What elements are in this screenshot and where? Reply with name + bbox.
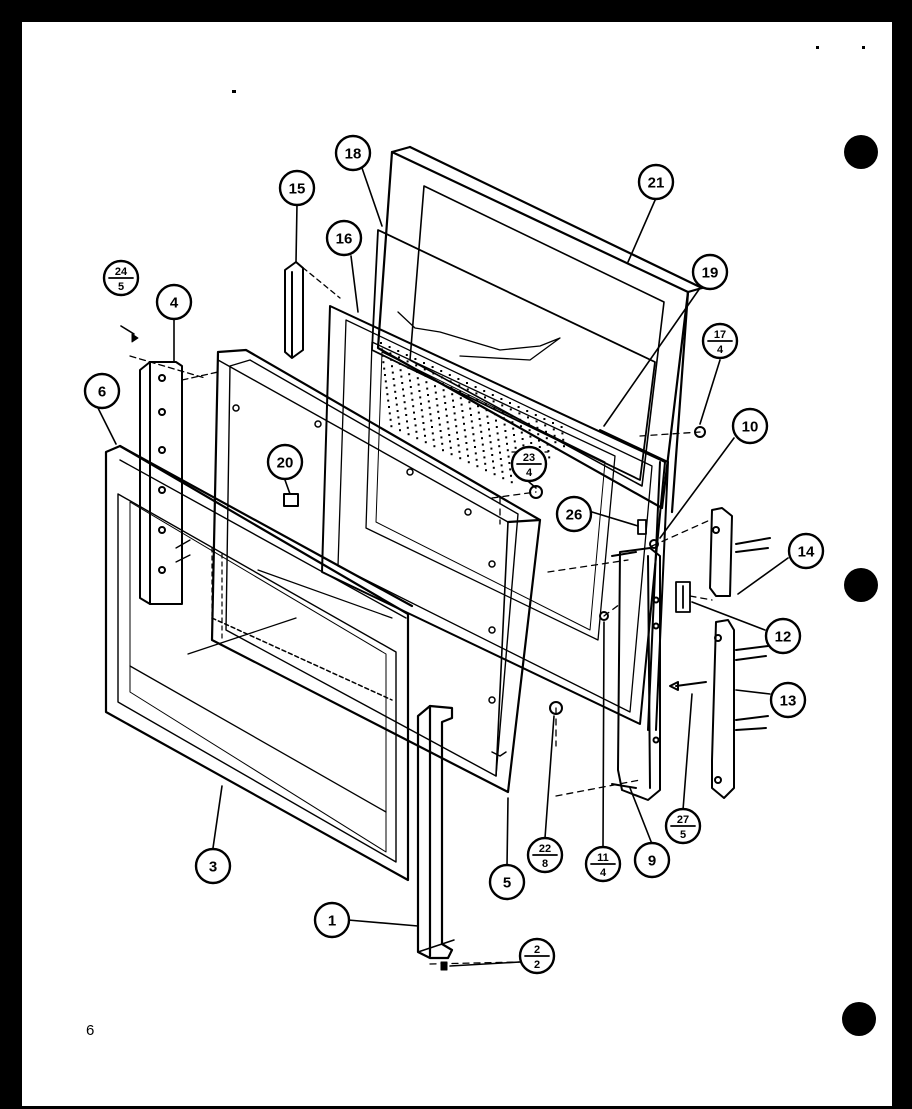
screw-11: [599, 611, 609, 621]
callout-13: 13: [769, 681, 807, 719]
hinge-link-12: [675, 581, 691, 613]
glass-pane-18: [371, 229, 656, 481]
svg-text:18: 18: [345, 146, 362, 163]
hinge-plate-9: [611, 547, 661, 801]
door-handle-1: [416, 704, 455, 960]
svg-text:13: 13: [780, 693, 797, 710]
svg-text:16: 16: [336, 231, 353, 248]
hinge-strip-15: [284, 261, 341, 359]
svg-text:15: 15: [289, 181, 306, 198]
edge-strip-19: [599, 429, 669, 731]
page-number: 6: [86, 1022, 95, 1039]
svg-text:4: 4: [600, 867, 607, 879]
door-liner-frame-5: [210, 348, 542, 794]
svg-text:12: 12: [775, 629, 792, 646]
svg-text:8: 8: [542, 858, 548, 870]
callout-23-4: 234: [510, 445, 548, 483]
callout-labels: 1821151619462026101412133591245174234228…: [83, 134, 825, 975]
svg-text:14: 14: [798, 544, 815, 561]
svg-text:23: 23: [523, 452, 535, 464]
callout-17-4: 174: [701, 322, 739, 360]
svg-text:5: 5: [118, 281, 124, 293]
callout-5: 5: [488, 863, 526, 901]
svg-text:5: 5: [680, 829, 686, 841]
svg-text:6: 6: [98, 384, 106, 401]
svg-text:2: 2: [534, 944, 540, 956]
side-bracket-4: [129, 355, 219, 605]
outer-door-panel-21: [376, 145, 704, 514]
callout-16: 16: [325, 219, 363, 257]
svg-text:10: 10: [742, 419, 759, 436]
callout-20: 20: [266, 443, 304, 481]
svg-text:26: 26: [566, 507, 583, 524]
callout-15: 15: [278, 169, 316, 207]
scan-specks: [232, 46, 865, 93]
screw-10: [649, 539, 659, 549]
callout-19: 19: [691, 253, 729, 291]
callout-24-5: 245: [102, 259, 140, 297]
callout-1: 1: [313, 901, 351, 939]
svg-text:19: 19: [702, 265, 719, 282]
screw-27: [669, 681, 707, 691]
callout-12: 12: [764, 617, 802, 655]
callout-21: 21: [637, 163, 675, 201]
perforation-dots: [380, 342, 565, 484]
svg-text:2: 2: [534, 959, 540, 971]
callout-9: 9: [633, 841, 671, 879]
punch-hole-top: [844, 135, 878, 169]
callout-27-5: 275: [664, 807, 702, 845]
svg-text:4: 4: [170, 295, 179, 312]
svg-text:5: 5: [503, 875, 511, 892]
svg-text:24: 24: [115, 266, 128, 278]
screw-2: [440, 961, 448, 971]
callout-22-8: 228: [526, 836, 564, 874]
hinge-assembly-13: [711, 619, 769, 799]
svg-text:3: 3: [209, 859, 217, 876]
svg-text:27: 27: [677, 814, 689, 826]
leader-lines: [97, 167, 789, 967]
punch-hole-middle: [844, 568, 878, 602]
callout-2-2: 22: [518, 937, 556, 975]
svg-text:9: 9: [648, 853, 656, 870]
callout-4: 4: [155, 283, 193, 321]
hinge-assembly-14: [709, 507, 771, 597]
nut-23: [529, 485, 543, 499]
callout-18: 18: [334, 134, 372, 172]
spring-20: [283, 493, 299, 507]
svg-text:21: 21: [648, 175, 665, 192]
callout-26: 26: [555, 495, 593, 533]
screw-24: [131, 333, 139, 343]
svg-text:4: 4: [717, 344, 724, 356]
callout-6: 6: [83, 372, 121, 410]
callout-10: 10: [731, 407, 769, 445]
svg-text:17: 17: [714, 329, 726, 341]
exploded-door-diagram: 1821151619462026101412133591245174234228…: [83, 46, 865, 975]
svg-text:4: 4: [526, 467, 533, 479]
svg-text:22: 22: [539, 843, 551, 855]
svg-text:11: 11: [597, 852, 609, 864]
callout-3: 3: [194, 847, 232, 885]
clip-26: [637, 519, 647, 535]
punch-hole-bottom: [842, 1002, 876, 1036]
door-front-panel-3: [104, 444, 414, 882]
perforated-window-panel-16: [321, 305, 666, 725]
svg-text:20: 20: [277, 455, 294, 472]
svg-text:1: 1: [328, 913, 336, 930]
callout-14: 14: [787, 532, 825, 570]
callout-11-4: 114: [584, 845, 622, 883]
